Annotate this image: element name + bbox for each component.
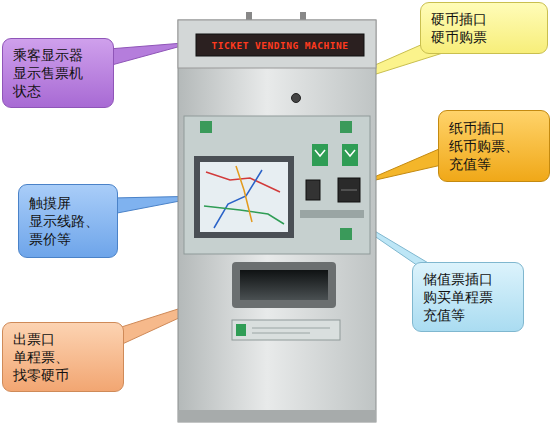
callout-text: 硬币购票: [431, 28, 487, 46]
callout-heading: 纸币插口: [449, 119, 505, 137]
callout-heading: 出票口: [13, 330, 55, 348]
callout-heading: 乘客显示器: [13, 46, 83, 64]
callout-box: 乘客显示器显示售票机 状态: [2, 38, 114, 108]
display-text: TICKET VENDING MACHINE: [196, 34, 364, 56]
plate-icon: [236, 324, 246, 336]
machine-body: [178, 20, 376, 422]
guide-icon: [312, 144, 328, 166]
screen-frame: [194, 156, 294, 238]
callout-heading: 触摸屏: [29, 194, 71, 212]
slot-plate: [300, 210, 364, 218]
callout-text: 购买单程票 充值等: [423, 288, 493, 324]
callout-text: 显示线路、 票价等: [29, 212, 99, 248]
plate-line: [252, 333, 310, 334]
guide-chevron: [315, 150, 325, 156]
note-slot-line: [341, 190, 357, 191]
upper-panel: [184, 116, 370, 254]
panel-icon: [200, 121, 212, 133]
callout-text: 显示售票机 状态: [13, 64, 83, 100]
callout-heading: 硬币插口: [431, 10, 487, 28]
touch-screen: [200, 162, 288, 232]
map-line: [204, 206, 284, 224]
callout-box: 储值票插口购买单程票 充值等: [412, 262, 524, 332]
callout-box: 纸币插口纸币购票、 充值等: [438, 110, 550, 182]
note-slot: [338, 178, 360, 202]
plate-line: [252, 328, 330, 329]
callout-text: 单程票、 找零硬币: [13, 348, 69, 384]
guide-chevron: [345, 150, 355, 156]
machine-base: [178, 410, 376, 422]
guide-icon: [342, 144, 358, 166]
ticket-outlet: [240, 270, 328, 300]
callout-box: 出票口单程票、 找零硬币: [2, 322, 124, 392]
panel-icon: [340, 121, 352, 133]
map-line: [214, 170, 262, 228]
led-display: [196, 34, 364, 56]
coin-slot: [292, 94, 301, 103]
map-line: [236, 166, 252, 222]
callout-text: 纸币购票、 充值等: [449, 137, 519, 173]
card-slot: [306, 180, 320, 200]
callout-box: 触摸屏显示线路、 票价等: [18, 184, 118, 258]
outlet-frame: [232, 262, 336, 308]
panel-icon: [340, 228, 352, 240]
top-band: [178, 20, 376, 68]
callout-heading: 储值票插口: [423, 270, 493, 288]
info-plate: [232, 320, 340, 340]
callout-box: 硬币插口硬币购票: [420, 2, 548, 54]
